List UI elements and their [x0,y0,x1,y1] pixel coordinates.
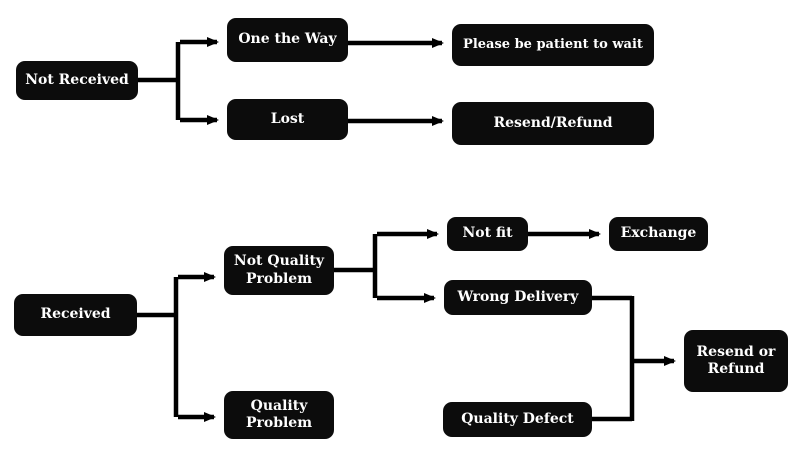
node-lost: Lost [227,99,348,140]
node-quality-defect: Quality Defect [443,402,592,437]
node-resend-or-refund: Resend or Refund [684,330,788,392]
node-quality-problem: Quality Problem [224,391,334,439]
node-exchange: Exchange [609,217,708,251]
node-received: Received [14,294,137,336]
node-not-received: Not Received [16,61,138,100]
node-please-be-patient: Please be patient to wait [452,24,654,66]
node-not-fit: Not fit [447,217,528,251]
node-resend-refund: Resend/Refund [452,102,654,145]
node-one-the-way: One the Way [227,18,348,62]
node-wrong-delivery: Wrong Delivery [444,280,592,315]
node-not-quality-problem: Not Quality Problem [224,246,334,295]
